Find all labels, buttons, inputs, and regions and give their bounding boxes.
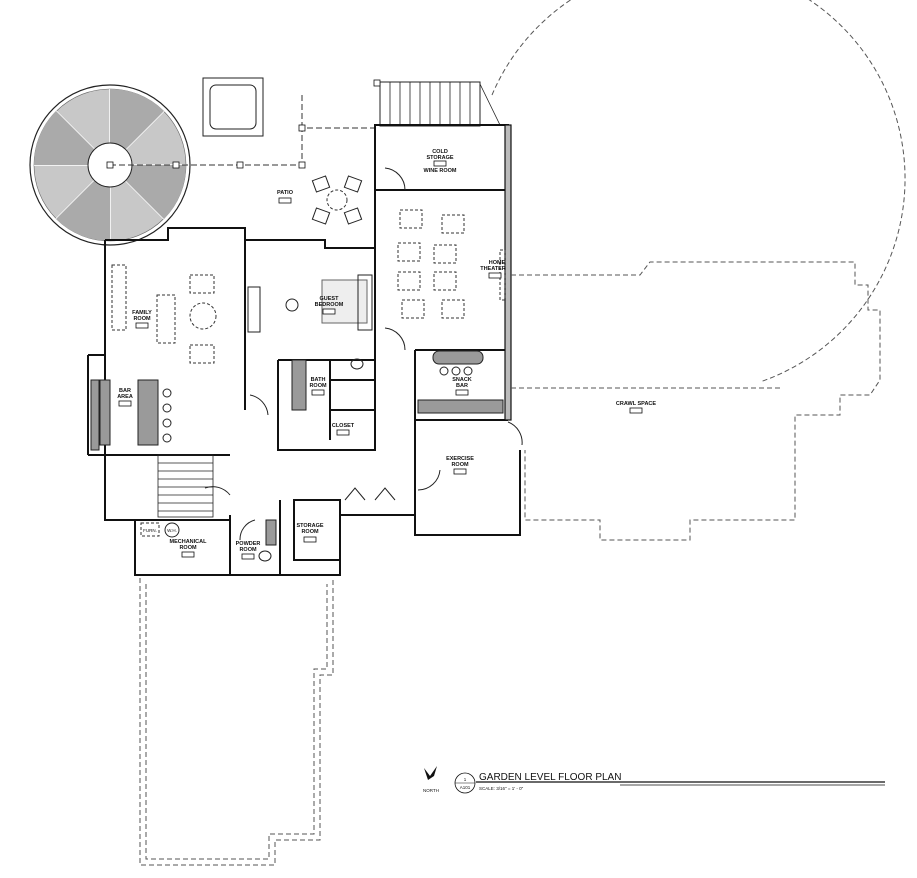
- svg-text:EXERCISE: EXERCISE: [446, 456, 474, 462]
- exterior-stairs: [379, 81, 501, 127]
- svg-text:BAR: BAR: [456, 383, 468, 389]
- north-arrow-icon: [424, 766, 437, 780]
- svg-text:ROOM: ROOM: [309, 383, 327, 389]
- svg-text:ROOM: ROOM: [239, 547, 257, 553]
- building-walls: [87, 124, 521, 576]
- svg-text:BATH: BATH: [311, 377, 326, 383]
- svg-text:THEATER: THEATER: [480, 266, 506, 272]
- svg-text:WINE ROOM: WINE ROOM: [424, 168, 457, 174]
- svg-text:POWDER: POWDER: [236, 541, 261, 547]
- doors: [204, 167, 523, 541]
- svg-text:ROOM: ROOM: [451, 462, 469, 468]
- svg-text:BEDROOM: BEDROOM: [315, 302, 344, 308]
- svg-text:COLD: COLD: [432, 149, 448, 155]
- svg-text:STORAGE: STORAGE: [296, 523, 323, 529]
- svg-text:MECHANICAL: MECHANICAL: [170, 539, 208, 545]
- svg-text:STORAGE: STORAGE: [426, 155, 453, 161]
- crawl-space-outline: [511, 261, 881, 541]
- furniture: FURN. W.H.: [99, 209, 506, 562]
- svg-text:BAR: BAR: [119, 388, 131, 394]
- room-label-patio: PATIO: [277, 190, 294, 204]
- svg-text:CRAWL SPACE: CRAWL SPACE: [616, 401, 656, 407]
- plan-title: GARDEN LEVEL FLOOR PLAN: [479, 772, 621, 783]
- svg-text:CLOSET: CLOSET: [332, 423, 355, 429]
- interior-stairs: [157, 454, 214, 518]
- svg-text:FAMILY: FAMILY: [132, 310, 152, 316]
- detail-number: 1: [464, 777, 467, 782]
- water-heater-label: W.H.: [167, 528, 177, 533]
- outdoor-dashed-arc: [491, 0, 906, 383]
- room-label-closet: CLOSET: [332, 423, 355, 436]
- plan-scale: SCALE: 3/16" = 1' - 0": [479, 786, 524, 791]
- svg-text:ROOM: ROOM: [301, 529, 319, 535]
- title-block: NORTH 1 A101 GARDEN LEVEL FLOOR PLAN SCA…: [423, 766, 885, 794]
- sheet-number: A101: [460, 785, 471, 790]
- pergola-lines: [106, 79, 381, 169]
- lower-dashed-area: [139, 578, 334, 866]
- patio-table-set: [311, 175, 363, 225]
- svg-text:SNACK: SNACK: [452, 377, 472, 383]
- svg-text:GUEST: GUEST: [320, 296, 340, 302]
- hot-tub: [202, 77, 264, 137]
- svg-text:ROOM: ROOM: [133, 316, 151, 322]
- room-label-crawl-space: CRAWL SPACE: [616, 401, 656, 414]
- lower-dashed-inner: [145, 584, 328, 860]
- svg-text:HOME: HOME: [489, 260, 506, 266]
- svg-text:PATIO: PATIO: [277, 190, 294, 196]
- furnace-label: FURN.: [143, 528, 157, 533]
- svg-text:ROOM: ROOM: [179, 545, 197, 551]
- svg-text:AREA: AREA: [117, 394, 133, 400]
- north-label: NORTH: [423, 788, 439, 793]
